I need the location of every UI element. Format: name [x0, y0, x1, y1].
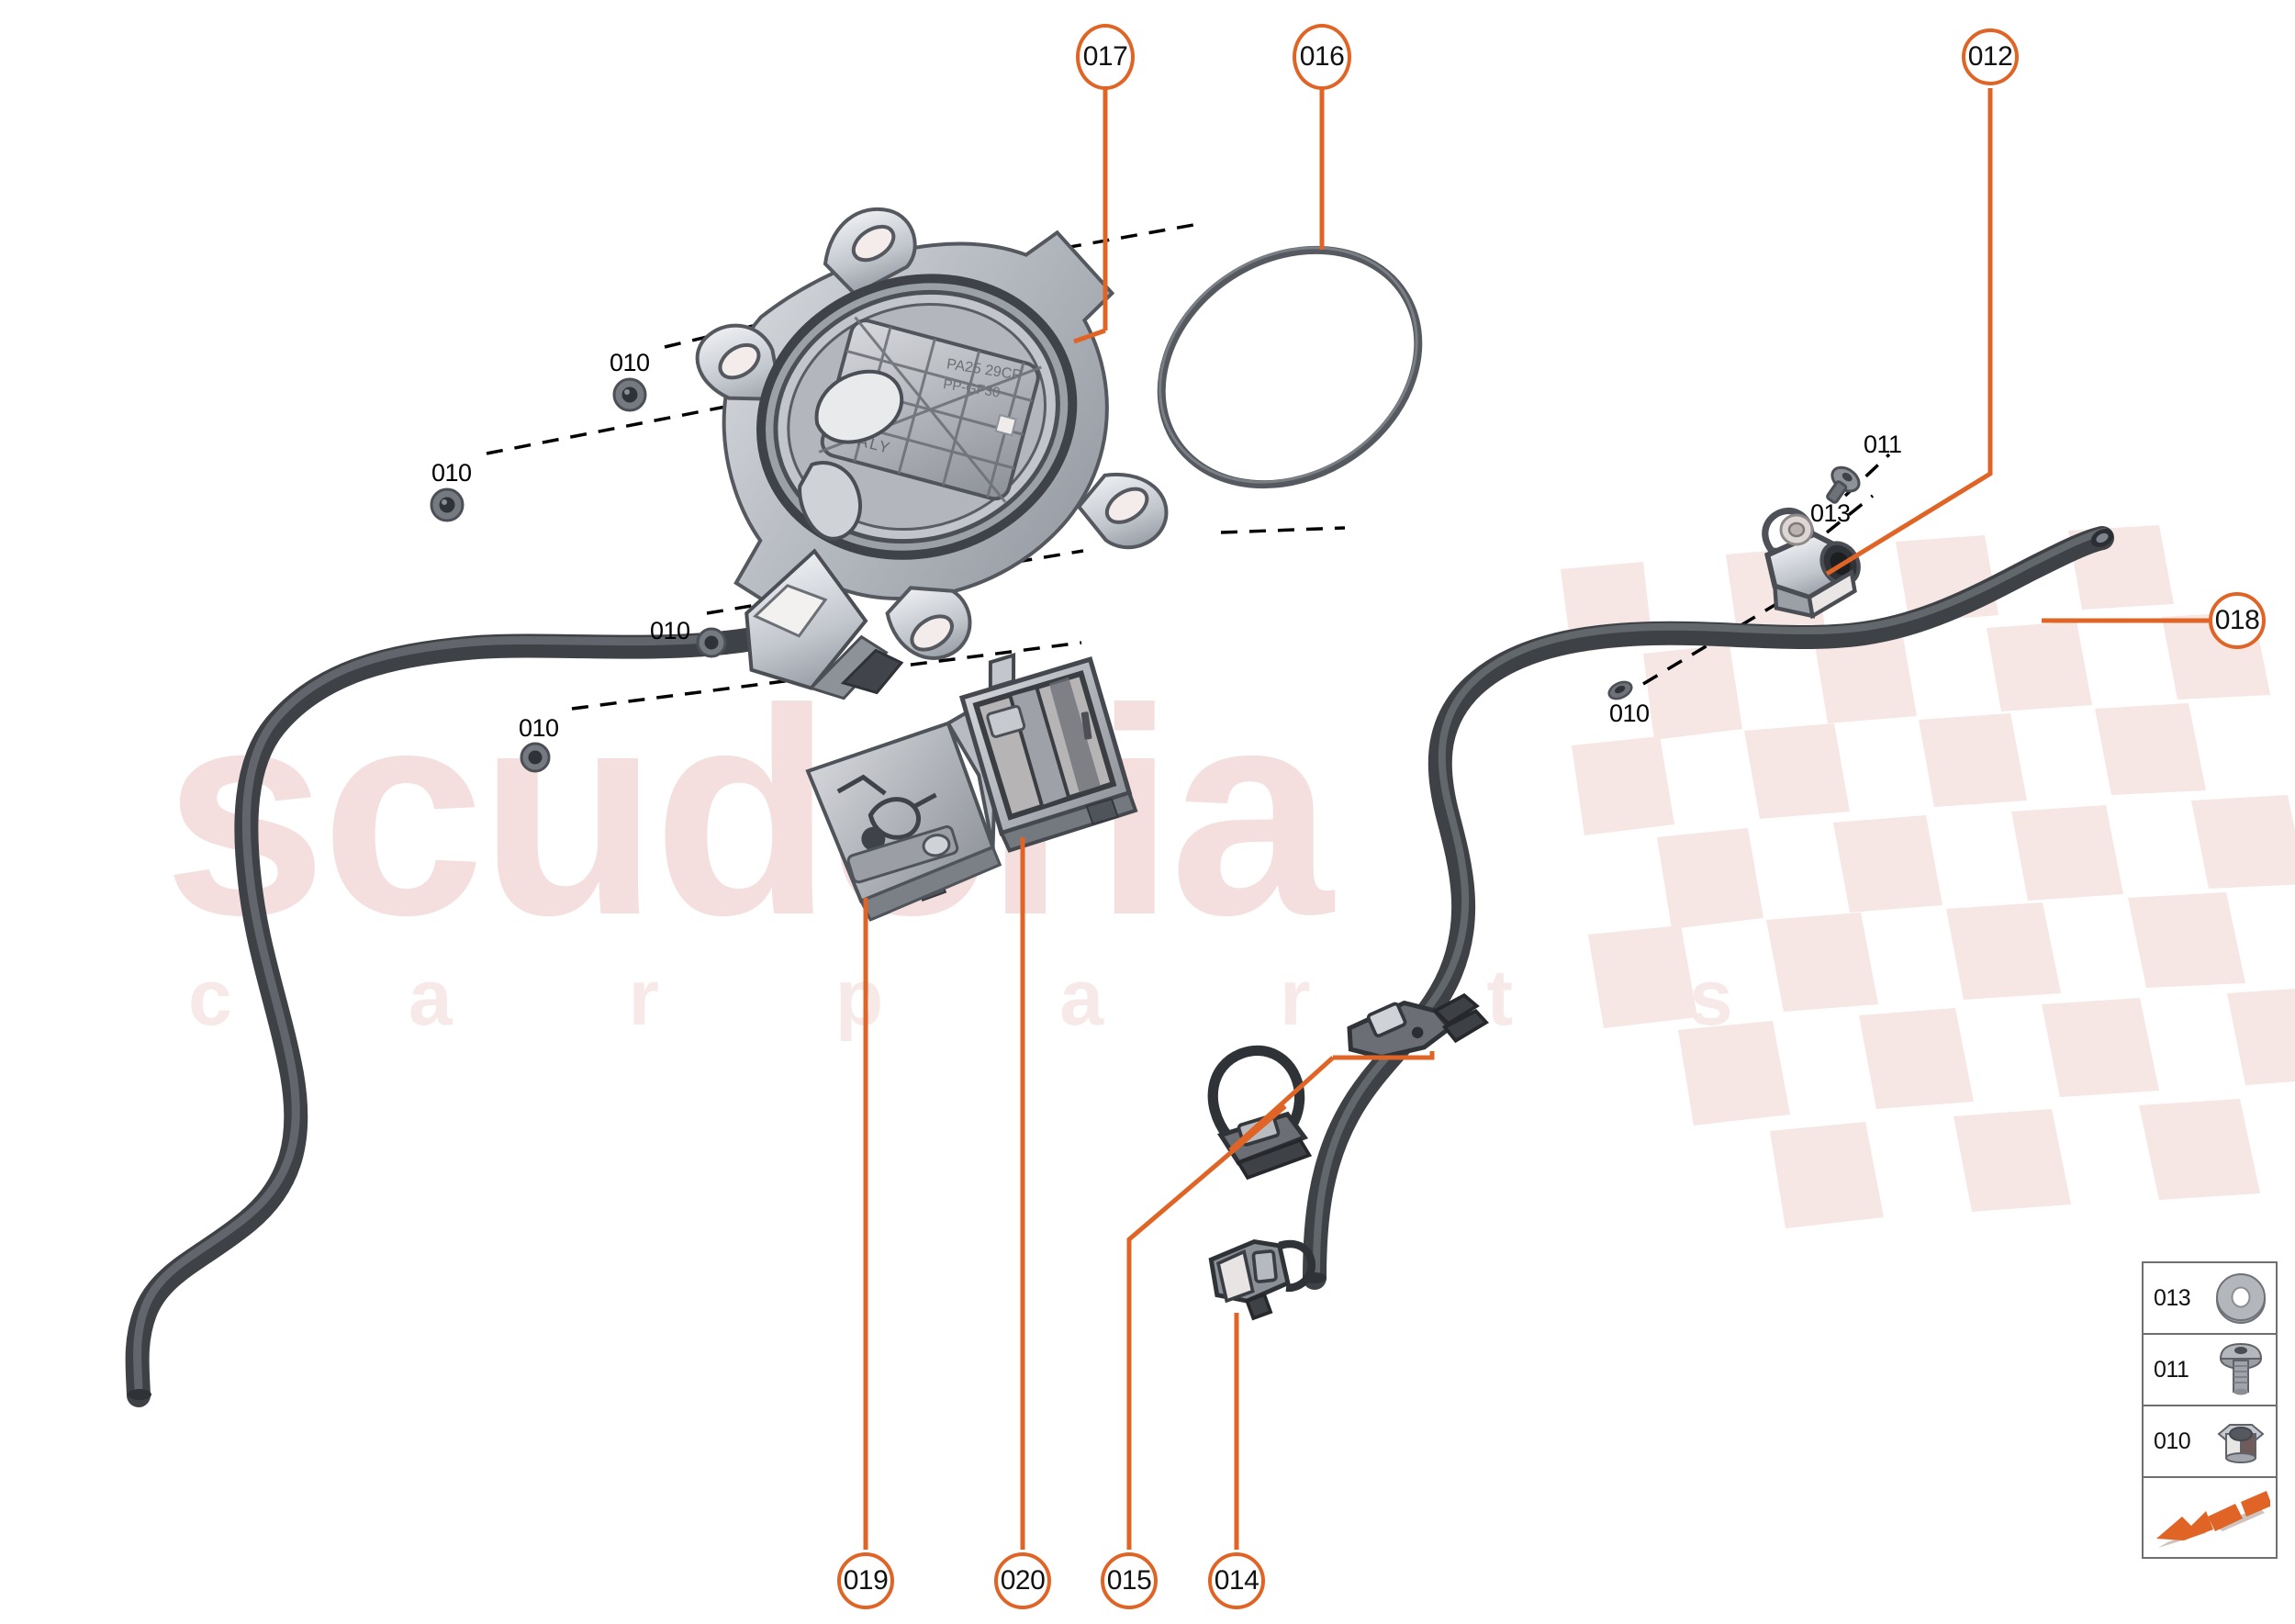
part-label-010-c: 010 [650, 617, 690, 644]
breather-hose-left [125, 609, 825, 1407]
callout-020[interactable]: 020 [994, 1552, 1051, 1609]
air-filter-housing: PA25 29CP PP-GF30 ITALY [695, 207, 1169, 700]
legend-row-arrow [2144, 1478, 2276, 1557]
hose-clip-b [1207, 1045, 1313, 1181]
nut-010-parts [430, 377, 1633, 773]
watermark-checkered-flag [1561, 525, 2295, 1228]
callout-012[interactable]: 012 [1962, 28, 2019, 85]
callout-014[interactable]: 014 [1208, 1552, 1265, 1609]
washer-013-part [1779, 513, 1814, 546]
part-label-013: 013 [1810, 499, 1851, 527]
callout-019[interactable]: 019 [837, 1552, 894, 1609]
legend-code-013: 013 [2154, 1284, 2191, 1311]
legend-code-011: 011 [2154, 1356, 2189, 1383]
hose-clip-a [1347, 992, 1489, 1060]
part-label-011: 011 [1864, 431, 1902, 458]
flange-bolt-icon [2219, 1342, 2263, 1395]
callout-018[interactable]: 018 [2209, 592, 2266, 649]
legend-row-013: 013 [2144, 1263, 2276, 1335]
bolt-011-part [1826, 465, 1861, 504]
orange-arrow-icon [2156, 1491, 2270, 1548]
control-module-b [958, 653, 1138, 853]
flat-washer-icon [2216, 1273, 2266, 1324]
flange-nut-icon [2217, 1424, 2265, 1463]
part-label-010-a: 010 [610, 349, 650, 376]
callout-016[interactable]: 016 [1293, 24, 1351, 90]
part-label-010-e: 010 [1609, 700, 1650, 727]
part-label-010-d: 010 [519, 714, 559, 742]
legend-code-010: 010 [2154, 1428, 2191, 1454]
legend-row-011: 011 [2144, 1335, 2276, 1406]
leader-lines [863, 88, 2209, 1550]
retaining-clip [1208, 1238, 1315, 1321]
breather-hose-right [1303, 526, 2114, 1290]
fastener-legend: 013 011 [2142, 1261, 2278, 1559]
legend-row-010: 010 [2144, 1406, 2276, 1478]
watermark-brand: scuderia [163, 647, 1333, 976]
callout-017[interactable]: 017 [1076, 24, 1135, 90]
callout-015[interactable]: 015 [1101, 1552, 1158, 1609]
part-label-010-b: 010 [431, 459, 472, 487]
o-ring-gasket [1157, 245, 1423, 489]
